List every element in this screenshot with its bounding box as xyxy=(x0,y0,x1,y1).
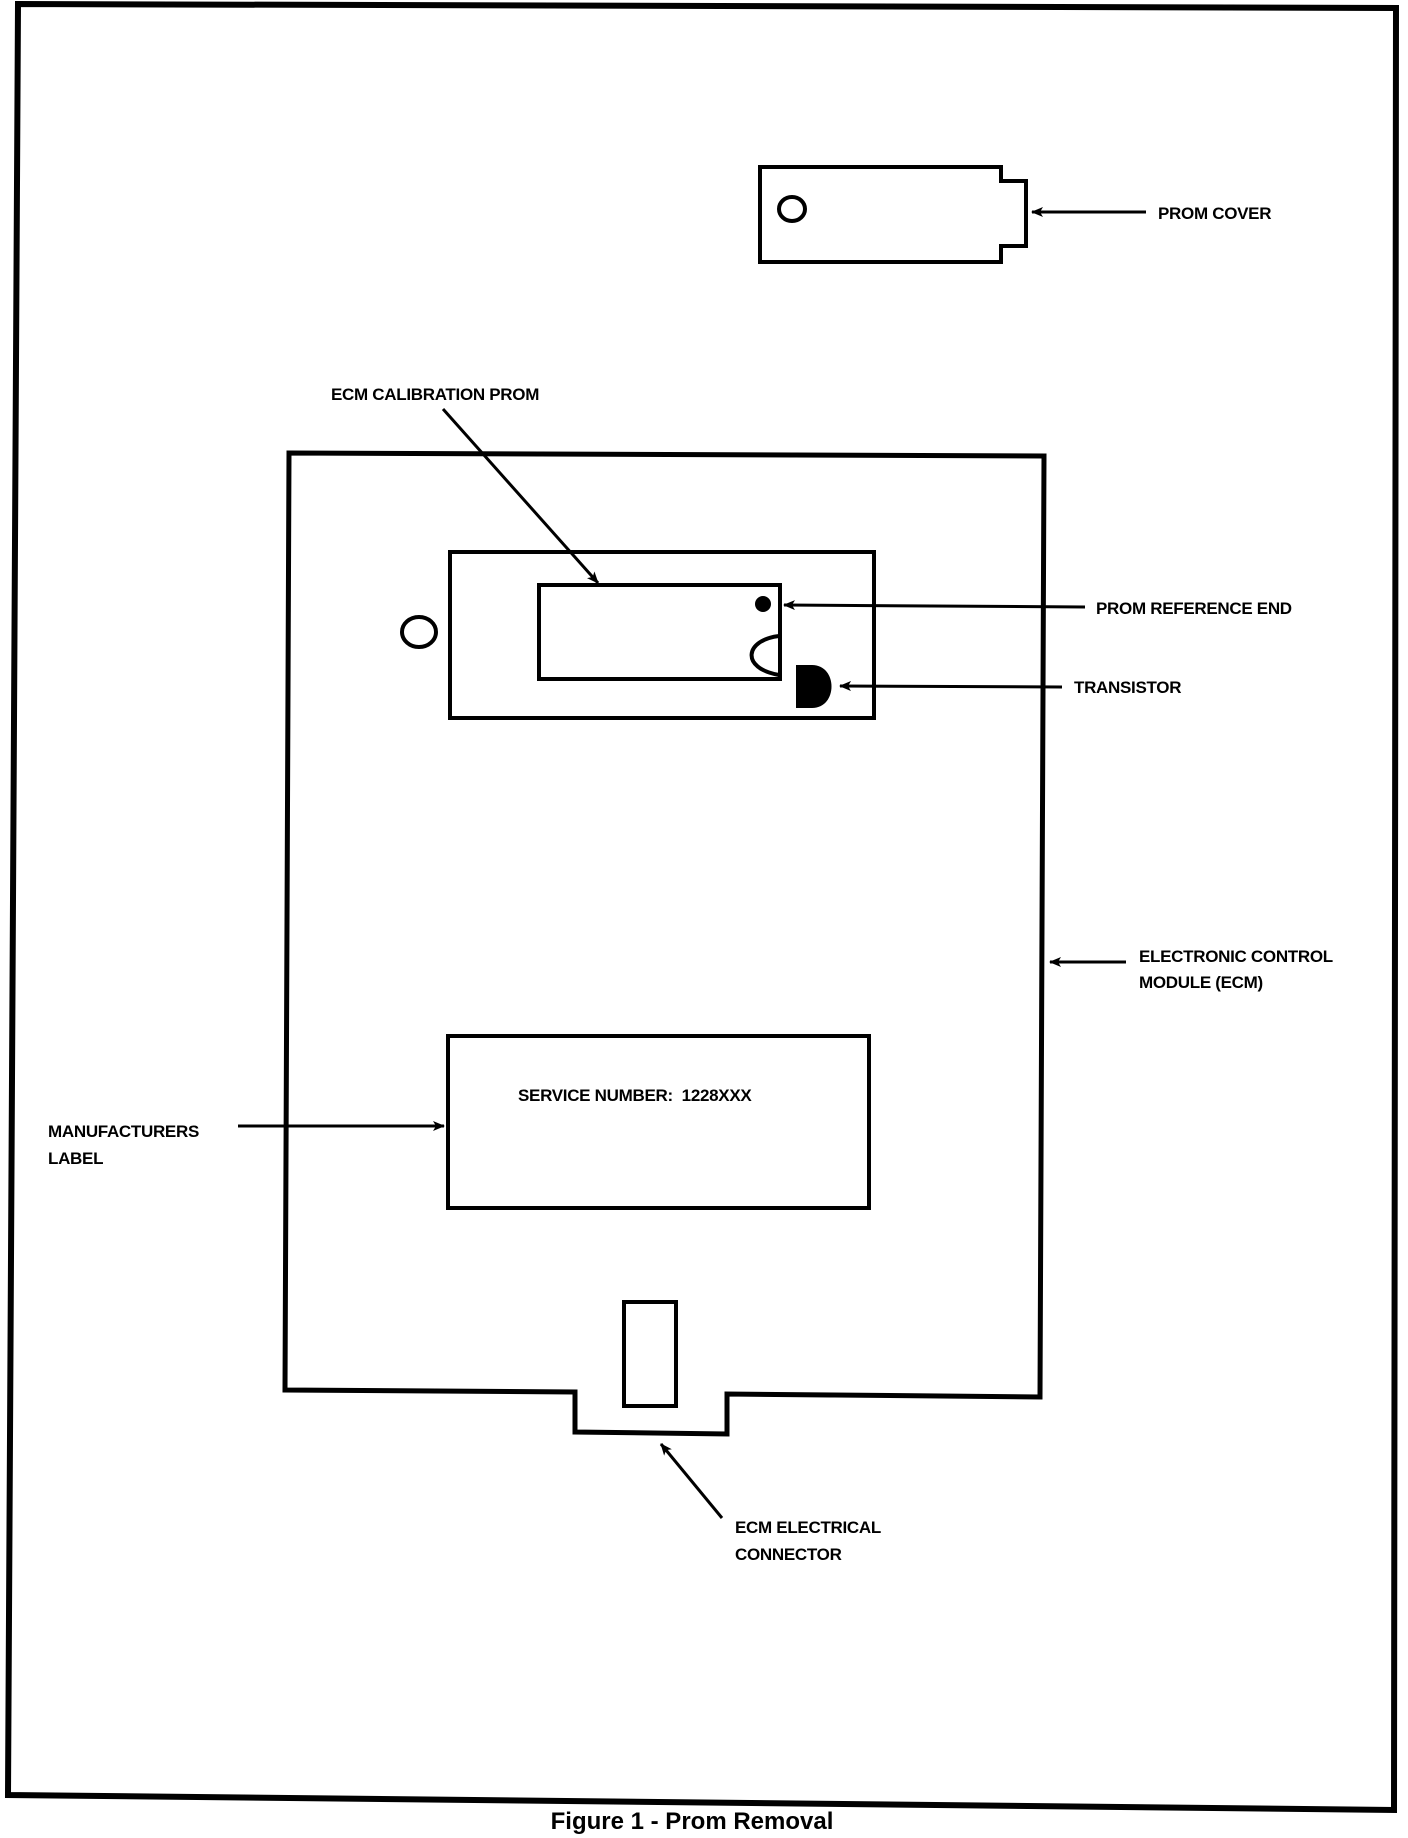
prom-reference-end-arrow xyxy=(783,600,1086,611)
manufacturers-label-line2: LABEL xyxy=(48,1149,103,1168)
prom-reference-dot-icon xyxy=(755,596,771,612)
page-frame xyxy=(4,0,1400,1814)
prom-notch-icon xyxy=(749,634,780,677)
manufacturers-label-box xyxy=(446,1034,871,1210)
prom-reference-end-label: PROM REFERENCE END xyxy=(1096,599,1292,618)
connector-arrow xyxy=(659,1443,724,1519)
prom-cover-label: PROM COVER xyxy=(1158,204,1271,223)
service-number-text: SERVICE NUMBER: 1228XXX xyxy=(518,1086,752,1105)
prom-compartment-outline xyxy=(448,550,876,720)
transistor-label: TRANSISTOR xyxy=(1074,678,1181,697)
ecm-label-line2: MODULE (ECM) xyxy=(1139,973,1263,992)
ecm-calibration-prom-label: ECM CALIBRATION PROM xyxy=(331,385,539,404)
ecm-electrical-connector xyxy=(622,1300,678,1408)
prom-cover-outline xyxy=(758,165,1028,264)
transistor-icon xyxy=(796,665,832,708)
prom-compartment xyxy=(400,550,876,720)
prom-cover-hole-icon xyxy=(777,195,807,223)
transistor-arrow xyxy=(839,681,1063,692)
compartment-hole-icon xyxy=(400,615,438,649)
connector-label-line1: ECM ELECTRICAL xyxy=(735,1518,881,1537)
connector-label-line2: CONNECTOR xyxy=(735,1545,842,1564)
prom-cover xyxy=(758,165,1028,264)
ecm-label-line1: ELECTRONIC CONTROL xyxy=(1139,947,1333,966)
ecm-module-outline xyxy=(282,450,1047,1437)
ecm-calibration-prom-arrow xyxy=(441,408,600,584)
prom-chip xyxy=(537,583,782,681)
manufacturers-label-line1: MANUFACTURERS xyxy=(48,1122,199,1141)
figure-caption: Figure 1 - Prom Removal xyxy=(551,1808,834,1835)
